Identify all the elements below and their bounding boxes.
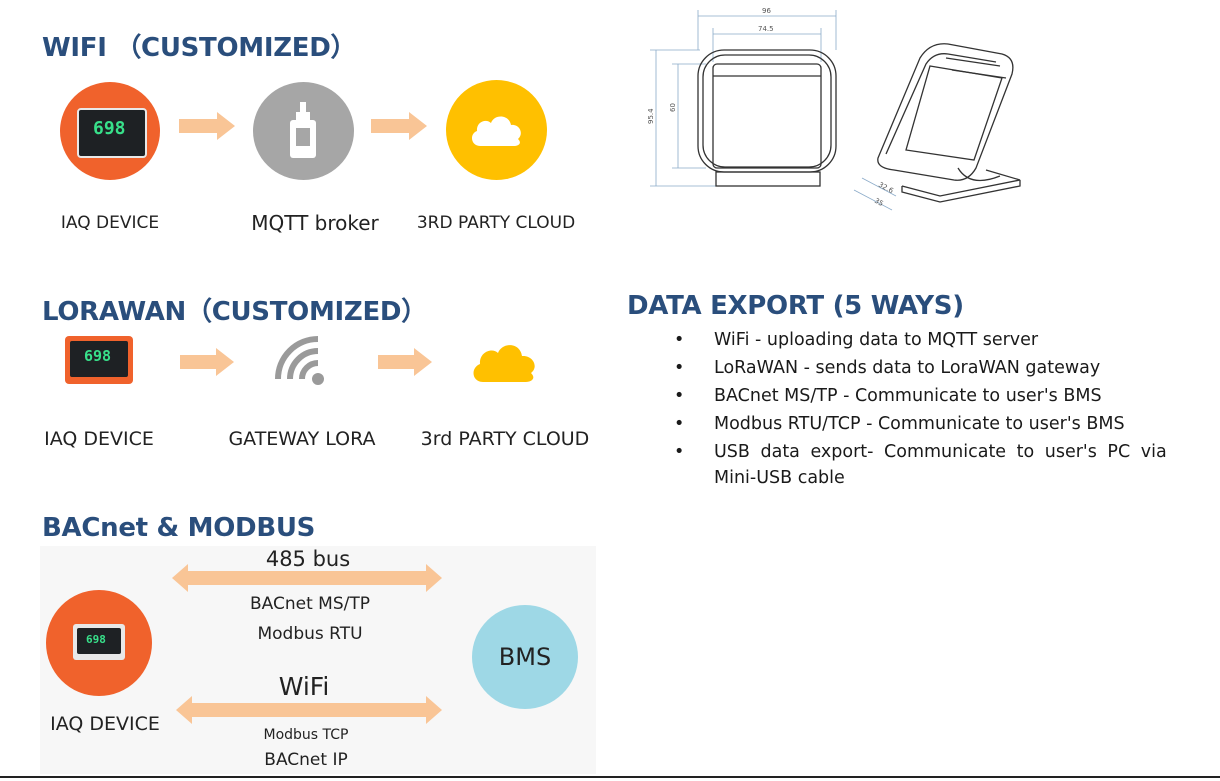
iaq-device-circle: 698: [60, 82, 160, 180]
double-arrow-icon: [176, 696, 442, 724]
protocol-bacnet-ip: BACnet IP: [264, 750, 348, 770]
bullet-icon: •: [674, 330, 685, 350]
cloud-circle: [446, 80, 547, 180]
lorawan-heading: LORAWAN（CUSTOMIZED）: [42, 297, 427, 327]
caption-third-party-cloud: 3RD PARTY CLOUD: [416, 213, 576, 233]
wifi-heading: WIFI （CUSTOMIZED）: [42, 33, 357, 63]
arrow-right-icon: [378, 348, 432, 376]
device-screen: 698: [77, 108, 147, 158]
data-export-title: DATA EXPORT (5 WAYS): [627, 291, 964, 321]
device-reading: 698: [86, 633, 106, 646]
caption-iaq-device: IAQ DEVICE: [44, 428, 154, 450]
mqtt-broker-circle: [253, 82, 354, 180]
arrow-right-icon: [371, 112, 427, 140]
protocol-modbus-rtu: Modbus RTU: [257, 624, 363, 644]
dim-height-inner: 60: [669, 103, 677, 112]
caption-mqtt-broker: MQTT broker: [251, 211, 379, 235]
dim-height-outer: 95.4: [647, 108, 655, 124]
bullet-icon: •: [674, 386, 685, 406]
double-arrow-icon: [172, 564, 442, 592]
bullet-icon: •: [674, 414, 685, 434]
device-dimension-drawing: 96 74.5 95.4 60 32.6 35: [647, 7, 1021, 211]
caption-iaq-device: IAQ DEVICE: [60, 213, 160, 233]
wireless-signal-icon: [275, 336, 324, 385]
bullet-icon: •: [674, 358, 685, 378]
bms-circle: BMS: [472, 605, 578, 709]
bms-label: BMS: [498, 643, 552, 671]
dim-depth-b: 35: [873, 197, 885, 208]
dim-width-outer: 96: [762, 7, 771, 15]
iaq-device-lora: 698: [65, 336, 133, 384]
caption-third-party-cloud: 3rd PARTY CLOUD: [420, 428, 590, 450]
protocol-modbus-tcp: Modbus TCP: [263, 727, 349, 743]
arrow-right-icon: [179, 112, 235, 140]
iaq-device-circle: 698: [46, 590, 152, 696]
device-frame: 698: [73, 624, 125, 660]
bottom-rule: [0, 776, 1220, 778]
broker-bottle-icon: [290, 102, 316, 158]
caption-iaq-device: IAQ DEVICE: [50, 713, 160, 735]
bus-label: 485 bus: [265, 547, 351, 571]
arrow-right-icon: [180, 348, 234, 376]
cloud-icon: [473, 345, 535, 382]
bullet-icon: •: [674, 442, 685, 462]
device-screen: 698: [70, 341, 128, 377]
caption-gateway-lora: GATEWAY LORA: [228, 428, 376, 450]
dim-depth-a: 32.6: [877, 181, 895, 196]
dim-width-inner: 74.5: [758, 25, 774, 33]
device-reading: 698: [93, 118, 126, 139]
cloud-icon: [471, 116, 521, 146]
device-reading: 698: [84, 347, 112, 365]
bacnet-modbus-heading: BACnet & MODBUS: [42, 513, 316, 543]
device-screen: 698: [77, 628, 121, 654]
wifi-label: WiFi: [278, 672, 330, 701]
protocol-bacnet-mstp: BACnet MS/TP: [250, 594, 370, 614]
